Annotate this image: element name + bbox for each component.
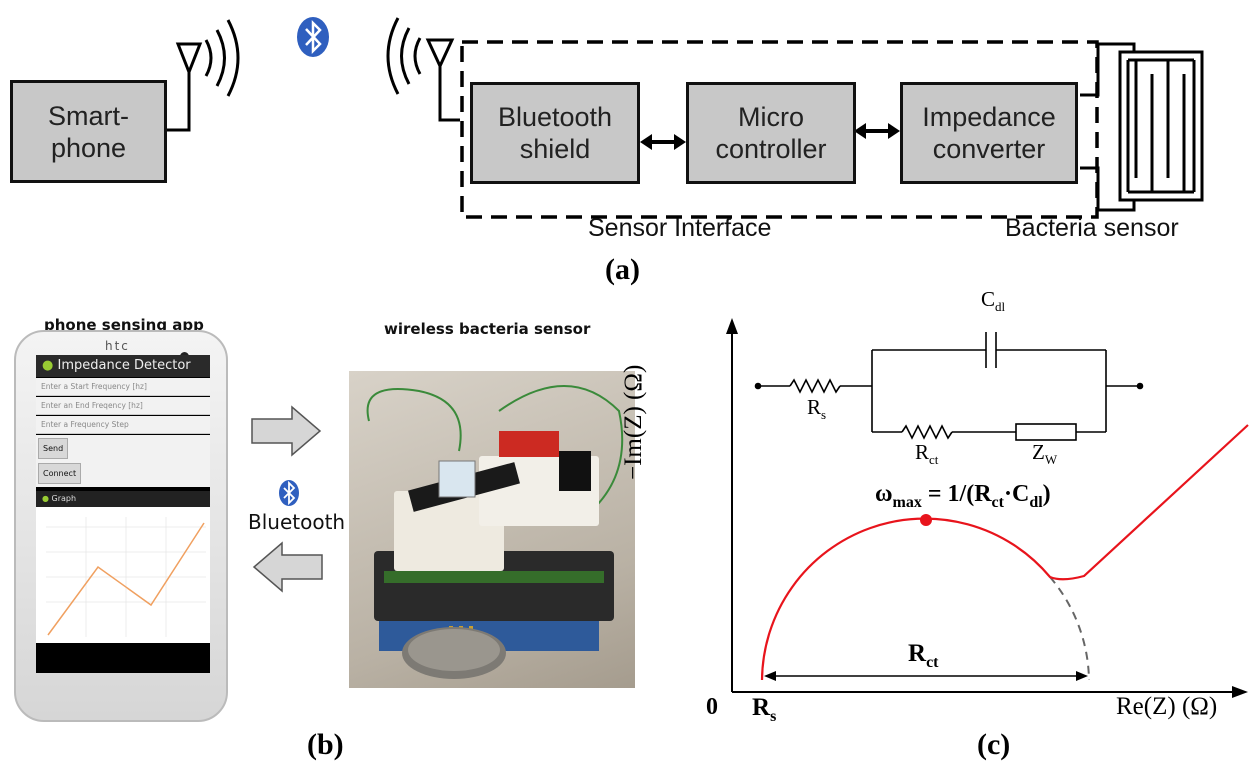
y-axis-label: −Im(Z) (Ω) [620, 364, 647, 480]
phone-app-title: phone sensing app [44, 316, 204, 334]
origin-label: 0 [706, 694, 718, 720]
sensor-wires [1080, 42, 1136, 212]
caption-a: (a) [605, 253, 640, 286]
rct-span-arrow [764, 671, 1088, 681]
sensor-photo-art [366, 385, 624, 679]
phone-graph [36, 507, 210, 643]
omega-max-equation: ωmax = 1/(Rct·Cdl) [875, 481, 1051, 511]
double-arrow [854, 123, 900, 139]
equivalent-circuit [754, 332, 1144, 441]
x-axis-label: Re(Z) (Ω) [1116, 693, 1218, 720]
caption-b: (b) [307, 728, 344, 761]
circuit-cdl-label: Cdl [981, 287, 1006, 315]
send-button[interactable]: Send [38, 438, 69, 459]
app-name: Impedance Detector [57, 358, 191, 373]
caption-c: (c) [977, 728, 1011, 761]
phone-screen: ● Impedance Detector Enter a Start Frequ… [36, 355, 210, 673]
frequency-step-input[interactable]: Enter a Frequency Step [36, 416, 210, 434]
right-arrow-icon [251, 405, 322, 457]
wireless-sensor-title: wireless bacteria sensor [384, 320, 591, 338]
plot-axes [726, 318, 1248, 698]
android-icon: ● [42, 358, 54, 373]
rs-axis-label: Rs [752, 694, 777, 725]
omega-max-point [920, 514, 932, 526]
graph-label: Graph [51, 494, 77, 503]
connect-button[interactable]: Connect [38, 463, 82, 484]
sensor-interface-boundary [460, 40, 1099, 219]
app-title-bar: ● Impedance Detector [36, 355, 210, 377]
wireless-sensor-photo [349, 371, 635, 688]
rct-span-label: Rct [908, 640, 939, 671]
micro-controller-box: Micro controller [686, 82, 856, 184]
android-icon: ● [42, 494, 49, 503]
interface-antenna-icon [386, 17, 460, 122]
graph-title-bar: ● Graph [36, 491, 210, 507]
nyquist-plot [726, 318, 1249, 698]
sensor-interface-label: Sensor Interface [588, 214, 772, 242]
panel-a-diagram [165, 17, 1204, 219]
data-flow-arrows [251, 405, 323, 593]
dashed-semicircle-continuation [1049, 576, 1090, 681]
bluetooth-icon [279, 480, 299, 506]
circuit-rct-label: Rct [915, 440, 939, 468]
end-frequency-input[interactable]: Enter an End Freqency [hz] [36, 397, 210, 415]
impedance-converter-box: Impedance converter [900, 82, 1078, 184]
bluetooth-icon [297, 17, 329, 57]
left-arrow-icon [252, 541, 323, 593]
circuit-rs-label: Rs [807, 395, 827, 423]
phone-graph-line [47, 522, 205, 636]
bluetooth-shield-box: Bluetooth shield [470, 82, 640, 184]
phone-brand: htc [105, 339, 130, 353]
interdigitated-electrode-icon [1118, 50, 1204, 202]
bluetooth-label: Bluetooth [248, 510, 346, 534]
smartphone-box: Smart- phone [10, 80, 167, 183]
start-frequency-input[interactable]: Enter a Start Frequency [hz] [36, 378, 210, 396]
double-arrow [640, 134, 686, 150]
circuit-zw-label: ZW [1032, 440, 1058, 468]
smartphone-antenna-icon [165, 19, 240, 132]
bacteria-sensor-label: Bacteria sensor [1005, 214, 1179, 242]
impedance-curve [760, 424, 1249, 681]
